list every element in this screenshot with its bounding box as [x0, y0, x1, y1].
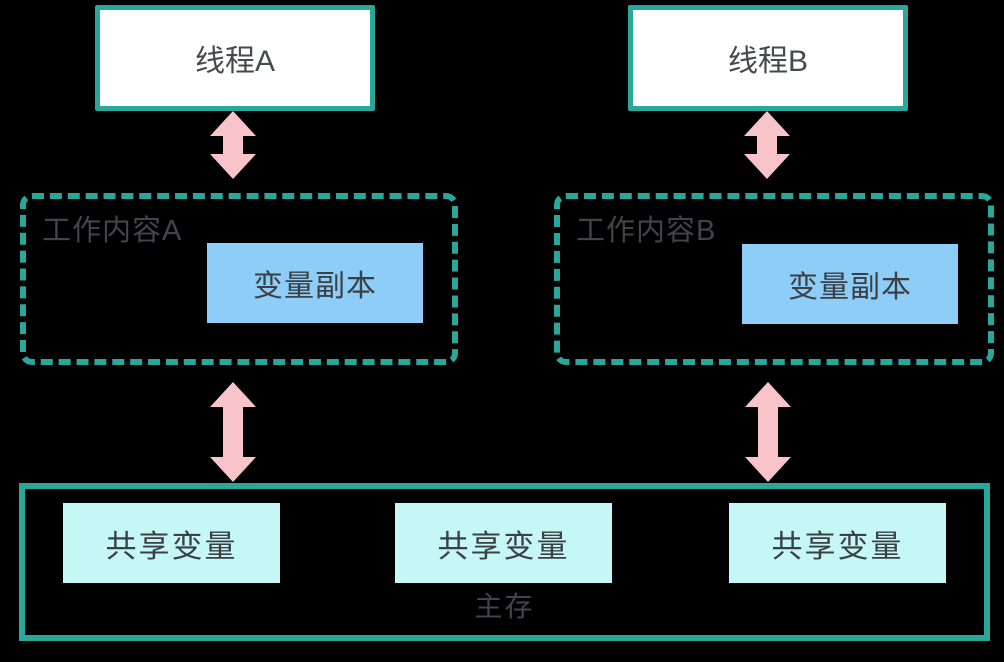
- shared-variable-box: 共享变量: [63, 503, 280, 583]
- bidirectional-arrow-icon: [745, 382, 791, 482]
- thread-a-label: 线程A: [194, 45, 275, 78]
- main-memory-box: 共享变量 共享变量 共享变量 主存: [19, 483, 990, 641]
- bidirectional-arrow-icon: [210, 111, 256, 179]
- thread-b-label: 线程B: [727, 45, 808, 78]
- main-memory-label: 主存: [474, 591, 535, 622]
- variable-copy-b-label: 变量副本: [788, 271, 912, 304]
- working-memory-a-box: 工作内容A 变量副本: [20, 193, 458, 365]
- shared-variable-box: 共享变量: [729, 503, 946, 583]
- shared-variable-label: 共享变量: [771, 528, 904, 564]
- working-memory-b-label: 工作内容B: [576, 215, 717, 247]
- thread-b-box: 线程B: [628, 5, 908, 111]
- bidirectional-arrow-icon: [744, 111, 790, 179]
- bidirectional-arrow-icon: [210, 382, 256, 482]
- thread-a-box: 线程A: [95, 5, 375, 111]
- variable-copy-a-box: 变量副本: [207, 243, 423, 323]
- shared-variable-box: 共享变量: [395, 503, 612, 583]
- working-memory-a-label: 工作内容A: [42, 215, 183, 247]
- working-memory-b-box: 工作内容B 变量副本: [554, 193, 994, 365]
- variable-copy-b-box: 变量副本: [742, 244, 958, 324]
- shared-variable-label: 共享变量: [105, 528, 238, 564]
- variable-copy-a-label: 变量副本: [253, 270, 377, 303]
- shared-variable-label: 共享变量: [437, 528, 570, 564]
